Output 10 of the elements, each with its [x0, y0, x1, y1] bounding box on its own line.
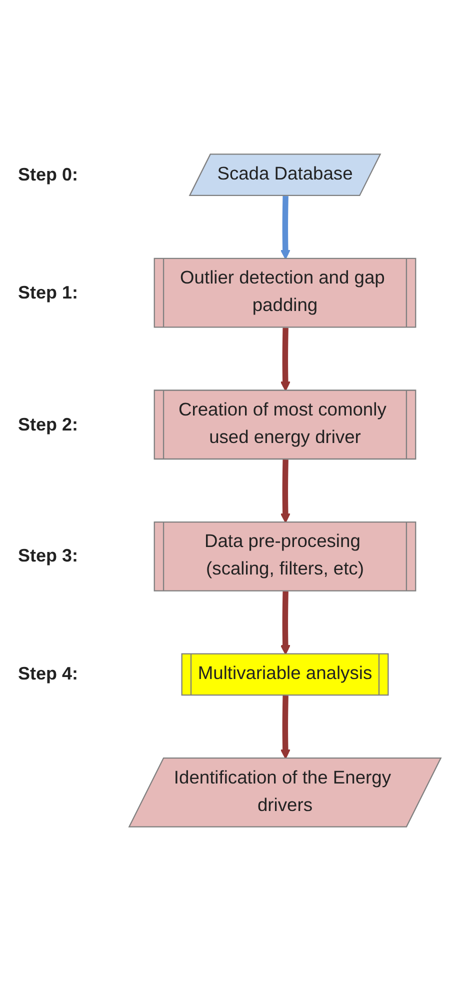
arrow	[280, 328, 290, 392]
step-label: Step 2:	[18, 414, 78, 436]
arrow	[280, 196, 290, 260]
step-label: Step 3:	[18, 546, 78, 567]
step-label: Step 0:	[18, 164, 78, 186]
arrow	[280, 591, 290, 655]
arrow	[280, 696, 290, 760]
step-label: Step 4:	[18, 664, 78, 685]
arrow	[280, 460, 290, 524]
step-label: Step 1:	[18, 282, 78, 304]
